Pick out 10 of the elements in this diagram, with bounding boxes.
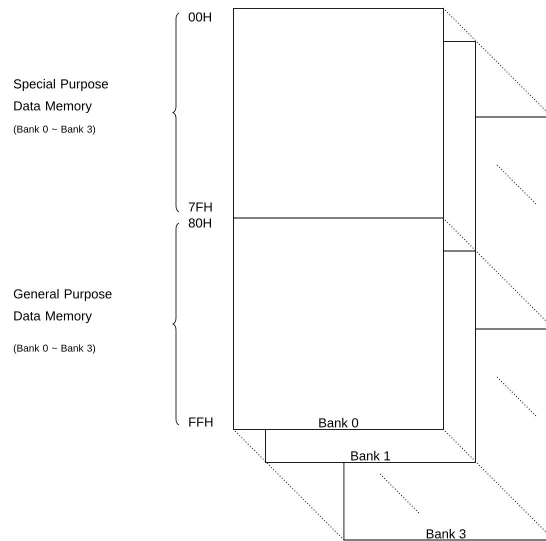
bank-range-label: (Bank 0 ~ Bank 3) <box>14 344 96 354</box>
region-label: Special Purpose Data Memory <box>14 78 108 114</box>
address-label: 00H <box>188 12 211 22</box>
memory-bank-box: Bank 3 <box>343 462 546 540</box>
address-label: FFH <box>189 418 212 426</box>
bank-range-label: (Bank 0 ~ Bank 3) <box>14 125 96 135</box>
memory-bank-box: Bank 0 <box>233 8 444 430</box>
address-label: 80H <box>188 218 211 228</box>
address-label: 7FH <box>188 202 212 212</box>
region-label: General Purpose Data Memory <box>14 288 112 324</box>
